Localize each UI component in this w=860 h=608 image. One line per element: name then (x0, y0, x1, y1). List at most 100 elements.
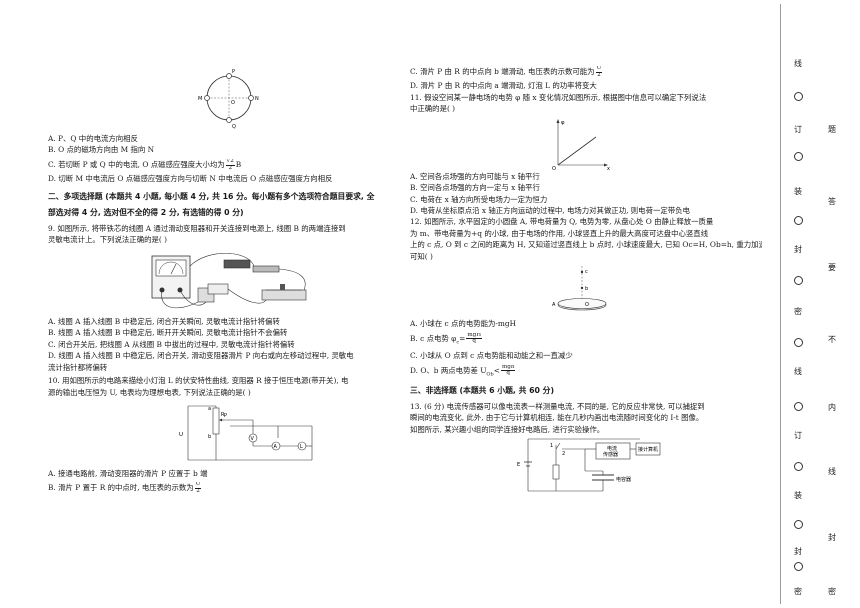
q12-stem-line2: 为 m、带电荷量为+q 的小球, 由于电场的作用, 小球竖直上升的最大高度可达盘… (410, 228, 709, 238)
q10-stem-line1: 10. 用如图所示的电路来描绘小灯泡 L 的伏安特性曲线, 变阻器 R 接于恒压… (48, 376, 349, 386)
label-origin: O (552, 166, 556, 171)
label-sensor-line1: 电流 (607, 445, 617, 452)
prev-option-b: B. O 点的磁场方向由 M 指向 N (48, 145, 155, 155)
label-e: E (517, 462, 520, 468)
q12-option-d-text: D. O、b 两点电势差 U (410, 365, 487, 375)
binding-label-7: 订 (794, 431, 802, 440)
binding-circle-3 (794, 216, 803, 225)
prev-option-c-text: C. 若切断 P 或 Q 中的电流, O 点磁感应强度大小均为 (48, 160, 225, 170)
label-u: U (179, 432, 183, 438)
section3-heading: 三、非选择题 (本题共 6 小题, 共 60 分) (410, 385, 555, 395)
prev-option-a: A. P、Q 中的电流方向相反 (48, 134, 138, 143)
label-o: O (231, 100, 235, 106)
label-n: N (255, 96, 259, 102)
binding-label-2: 订 (794, 125, 802, 134)
label-a-end: a (208, 406, 211, 412)
label-voltmeter: V (251, 436, 255, 442)
fraction-denominator: 2 (228, 164, 233, 171)
label-capacitor: 电容器 (616, 476, 631, 483)
equals-sign: = (459, 333, 466, 343)
q12-stem-line4: 可知( ) (410, 251, 433, 261)
q11-option-a: A. 空间各点场强的方向可能与 x 轴平行 (410, 171, 540, 181)
subscript-c: c (456, 339, 460, 346)
magnet-circle-diagram: P Q M N O (198, 69, 259, 130)
label-switch-1: 1 (550, 443, 553, 449)
label-r: R (221, 412, 225, 418)
q11-figure: φ O x (410, 115, 762, 172)
label-q: Q (232, 124, 236, 130)
q12-option-b-text: B. c 点电势 φ (410, 333, 457, 343)
prev-option-c-suffix: B (235, 160, 242, 170)
binding-label-1: 线 (794, 59, 802, 68)
binding-circle-8 (794, 520, 803, 529)
label-x-axis: x (607, 166, 610, 171)
label-phi: φ (561, 120, 565, 126)
q11-option-d: D. 电荷从坐标原点沿 x 轴正方向运动的过程中, 电场力对其做正功, 则电荷一… (410, 206, 690, 215)
potential-vs-x-graph: φ O x (552, 118, 610, 172)
binding-line (780, 4, 781, 604)
q12-figure: c b A O (410, 262, 762, 318)
q12-stem-line1: 12. 如图所示, 水平固定的小圆盘 A, 带电荷量为 Q, 电势为零, 从盘心… (410, 217, 714, 227)
binding-label-10: 密 (794, 587, 802, 596)
q9-option-d-line2: 流计指针都将偏转 (48, 362, 108, 372)
q10-option-a: A. 接通电路前, 滑动变阻器的滑片 P 应置于 b 端 (48, 468, 208, 478)
binding-label-3: 装 (794, 187, 802, 196)
charged-disc-diagram: c b A O (552, 266, 607, 311)
notice-char-4: 不 (828, 335, 836, 344)
fraction-numerator: mgh (500, 364, 516, 372)
q9-option-a: A. 线圈 A 插入线圈 B 中稳定后, 闭合开关瞬间, 灵敏电流计指针将偏转 (48, 316, 280, 326)
q12-stem-line3: 上的 c 点, O 到 c 之间的距离为 H, 又知道过竖直线上 b 点时, 小… (410, 240, 762, 250)
binding-label-6: 线 (794, 367, 802, 376)
q10-circuit-diagram: U R a b P V A L (179, 405, 313, 461)
fraction-numerator: U (595, 66, 603, 73)
binding-circle-9 (794, 562, 803, 571)
binding-label-4: 封 (794, 245, 802, 254)
notice-char-7: 封 (828, 533, 836, 542)
binding-circle-2 (794, 152, 803, 161)
label-disc-o: O (585, 302, 589, 308)
binding-circle-1 (794, 92, 803, 101)
q10-option-c-text: C. 滑片 P 由 R 的中点向 b 端滑动, 电压表的示数可能为 (410, 67, 595, 77)
q11-stem-line2: 中正确的是( ) (410, 104, 456, 114)
label-sensor-line2: 传感器 (603, 451, 618, 458)
binding-circle-6 (794, 402, 803, 411)
binding-label-9: 封 (794, 547, 802, 556)
q11-stem-line1: 11. 假设空间某一静电场的电势 φ 随 x 变化情况如图所示, 根据图中信息可… (410, 92, 707, 102)
fraction-denominator: q (506, 370, 510, 377)
section2-heading-line1: 二、多项选择题 (本题共 4 小题, 每小题 4 分, 共 16 分。每小题有多… (48, 191, 375, 201)
fraction-denominator: q (472, 338, 477, 345)
fraction-denominator: 2 (597, 71, 601, 78)
binding-circle-5 (794, 338, 803, 347)
fraction-numerator: √2 (225, 158, 235, 166)
label-lamp: L (300, 444, 303, 450)
q9-stem-line1: 9. 如图所示, 将带铁芯的线圈 A 通过滑动变阻器和开关连接到电源上, 线圈 … (48, 223, 346, 233)
notice-char-8: 密 (828, 587, 836, 596)
fraction-denominator: 2 (196, 488, 200, 495)
q9-figure (48, 246, 394, 316)
fraction-numerator: mgH (466, 332, 483, 340)
q11-option-c: C. 电荷在 x 轴方向所受电场力一定为恒力 (410, 194, 548, 204)
label-ammeter: A (274, 444, 278, 450)
q10-stem-line2: 源的输出电压恒为 U, 电表均为理想电表, 下列说法正确的是( ) (48, 387, 251, 397)
label-disc-a: A (552, 302, 556, 308)
q13-stem-line3: 如图所示, 某兴趣小组的同学连接好电路后, 进行实验操作。 (410, 424, 605, 434)
q13-stem-line2: 瞬间的电流变化, 此外, 由于它与计算机相连, 能在几秒内画出电流随时间变化的 … (410, 413, 704, 423)
q10-figure: U R a b P V A L (48, 398, 394, 466)
q10-option-b-text: B. 滑片 P 置于 R 的中点时, 电压表的示数为 (48, 483, 194, 493)
notice-char-2: 答 (828, 197, 836, 206)
figure-magnet-circle: P Q M N O (48, 64, 394, 132)
label-switch-2: 2 (562, 451, 565, 457)
notice-char-3: 要 (828, 263, 836, 272)
q12-option-a: A. 小球在 c 点的电势能为-mgH (410, 319, 517, 329)
section2-heading-line2: 部选对得 4 分, 选对但不全的得 2 分, 有选错的得 0 分) (48, 207, 244, 217)
notice-char-6: 线 (828, 467, 836, 476)
